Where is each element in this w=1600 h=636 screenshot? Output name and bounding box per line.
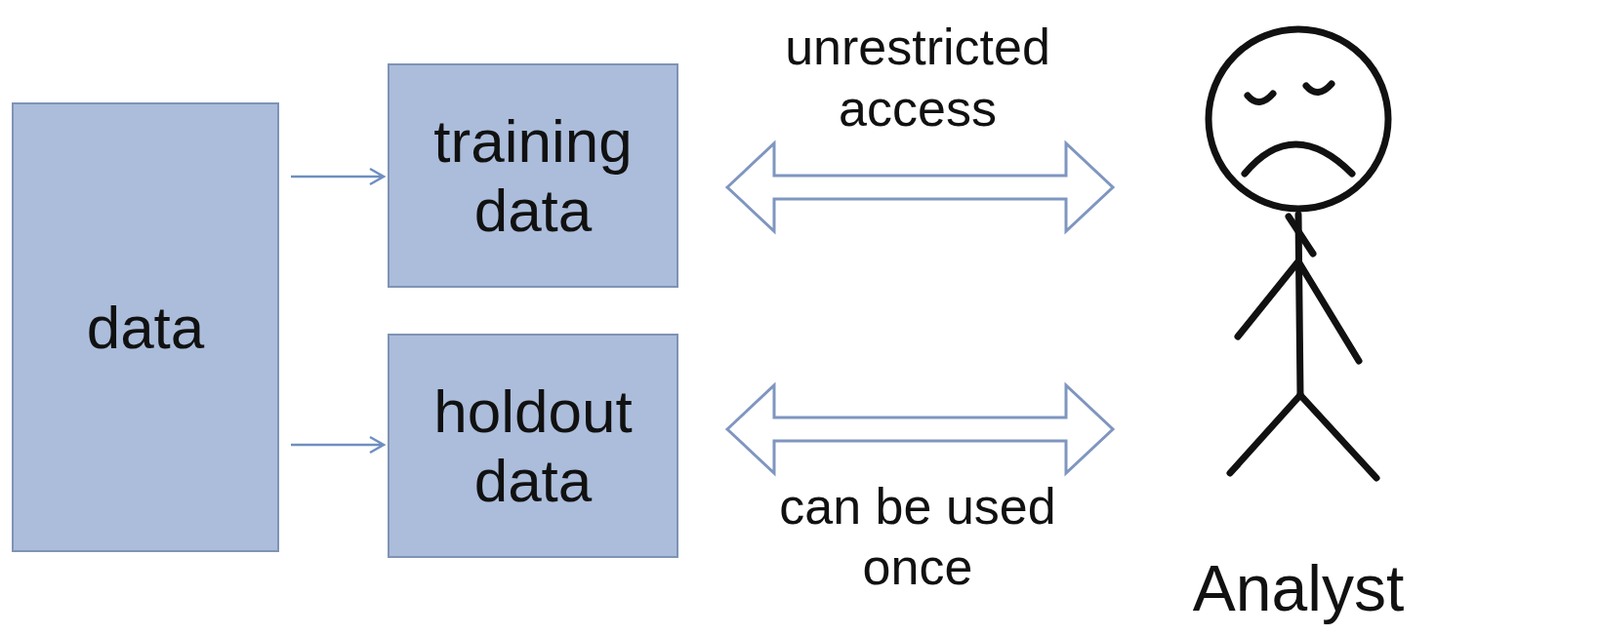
process-box: holdout data — [387, 333, 679, 559]
box-label: data — [86, 292, 206, 363]
access-arrow — [727, 143, 1113, 232]
edge-label: can be used once — [741, 476, 1094, 599]
flow-arrow — [290, 437, 384, 453]
box-label: training data — [399, 106, 667, 247]
data-box: data — [11, 102, 280, 553]
analyst-figure: Analyst — [1132, 9, 1465, 631]
figure-label: Analyst — [1132, 552, 1465, 627]
process-box: training data — [387, 63, 679, 288]
stick-figure — [1132, 9, 1465, 631]
box-label: holdout data — [399, 376, 667, 517]
access-arrow — [727, 385, 1113, 474]
edge-label: unrestricted access — [741, 16, 1094, 139]
flow-arrow — [290, 168, 384, 185]
